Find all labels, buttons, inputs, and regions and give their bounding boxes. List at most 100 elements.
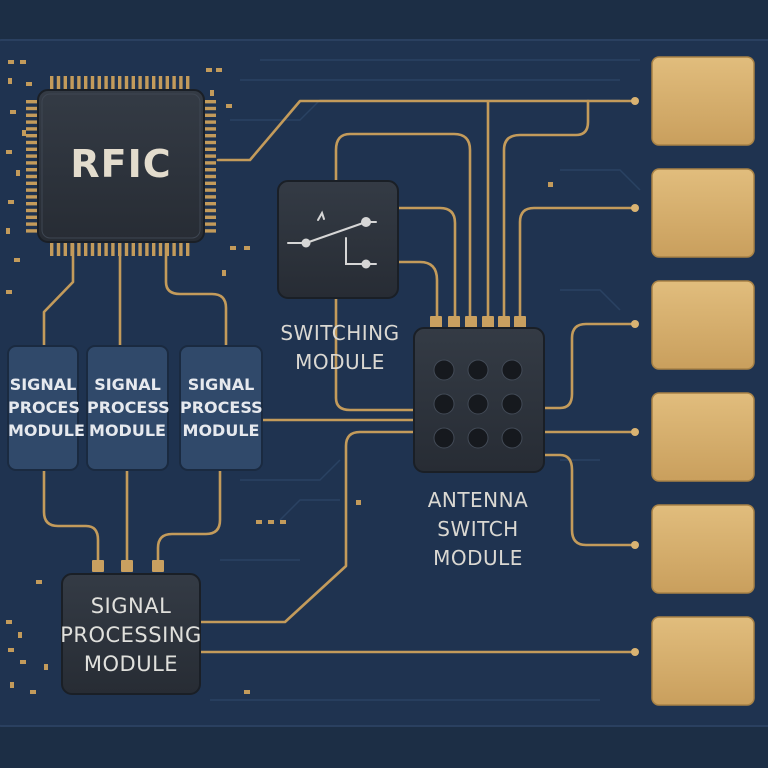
rfic-label: RFIC: [70, 142, 172, 186]
rfic-pin: [179, 242, 183, 256]
rfic-pin: [104, 76, 108, 90]
rfic-pin: [26, 154, 38, 158]
rfic-pin: [90, 242, 95, 256]
switching-module-chip: [277, 180, 399, 299]
rfic-pin: [138, 76, 142, 90]
rfic-pin: [84, 76, 88, 90]
asm-pins: [430, 316, 526, 328]
rfic-pin: [26, 147, 38, 151]
contact-pad-3: [651, 280, 755, 370]
rfic-pin: [63, 242, 67, 256]
rfic-pin: [204, 140, 216, 145]
signal-module-2-label: SIGNAL PROCESS MODULE: [87, 375, 170, 440]
rfic-pin: [172, 76, 176, 90]
rfic-pin: [63, 76, 67, 90]
rfic-pin: [186, 76, 190, 90]
rfic-pin: [124, 242, 129, 256]
rfic-pin: [118, 242, 122, 256]
rfic-pin: [97, 242, 101, 256]
rfic-pin: [104, 242, 108, 256]
rfic-pin: [204, 174, 216, 179]
rfic-pin: [152, 242, 156, 256]
rfic-pin: [26, 106, 38, 111]
rfic-pin: [204, 100, 216, 104]
rfic-pin: [179, 76, 183, 90]
rfic-pin: [204, 120, 216, 124]
contact-pad-5: [651, 504, 755, 594]
switching-module-label: SWITCHING MODULE: [280, 321, 400, 374]
rfic-pin: [97, 76, 101, 90]
rfic-pin: [26, 202, 38, 206]
rfic-pin: [204, 215, 216, 219]
signal-processing-module-label: SIGNAL PROCESSING MODULE: [60, 594, 202, 676]
rfic-pin: [186, 242, 190, 256]
rfic-pin: [131, 242, 135, 256]
signal-module-2-body: [86, 345, 169, 471]
rfic-pin: [204, 113, 216, 117]
rfic-pin: [26, 215, 38, 219]
rfic-pin: [56, 76, 61, 90]
rfic-pin: [26, 208, 38, 213]
rfic-pin: [26, 120, 38, 124]
signal-module-3-body: [179, 345, 263, 471]
rfic-pin: [26, 222, 38, 226]
contact-pad-1: [651, 56, 755, 146]
rfic-pin: [204, 154, 216, 158]
rfic-pin: [26, 168, 38, 172]
rfic-pin: [204, 222, 216, 226]
rfic-pin: [152, 76, 156, 90]
rfic-pin: [56, 242, 61, 256]
rfic-pin: [204, 202, 216, 206]
rfic-pin: [165, 76, 169, 90]
rfic-pin: [158, 76, 163, 90]
rfic-pin: [165, 242, 169, 256]
signal-processing-module-chip: [61, 573, 201, 695]
signal-module-1-label: SIGNAL PROCES MODULE: [8, 375, 85, 440]
rfic-pin: [50, 242, 54, 256]
rfic-pin: [118, 76, 122, 90]
rfic-pin: [111, 76, 115, 90]
rfic-pin: [26, 113, 38, 117]
rfic-pin: [131, 76, 135, 90]
rfic-pin: [111, 242, 115, 256]
rfic-pin: [145, 242, 149, 256]
rfic-pin: [26, 181, 38, 185]
rfic-pin: [204, 106, 216, 111]
spm-pins: [92, 560, 164, 572]
rfic-pin: [84, 242, 88, 256]
rfic-pin: [204, 168, 216, 172]
rfic-pin: [50, 76, 54, 90]
rfic-pin: [204, 208, 216, 213]
rfic-pin: [26, 140, 38, 145]
rfic-pin: [77, 242, 81, 256]
contact-pad-6: [651, 616, 755, 706]
trace-endpoints: [631, 97, 639, 656]
rfic-pin: [204, 161, 216, 165]
contact-pad-2: [651, 168, 755, 258]
copper-traces: [42, 99, 637, 654]
rfic-pin: [204, 229, 216, 233]
contact-pads: [651, 56, 755, 706]
rfic-pin: [26, 161, 38, 165]
smd-components: [6, 60, 553, 694]
rfic-pin: [158, 242, 163, 256]
antenna-switch-module-label: ANTENNA SWITCH MODULE: [427, 488, 529, 570]
rfic-pin: [26, 188, 38, 192]
rfic-pin: [204, 181, 216, 185]
asm-port-grid: [433, 359, 523, 449]
rfic-pin: [204, 147, 216, 151]
signal-module-3-label: SIGNAL PROCESS MODULE: [180, 375, 263, 440]
rfic-pin: [124, 76, 129, 90]
rfic-pins: [26, 76, 216, 256]
rfic-pin: [138, 242, 142, 256]
contact-pad-4: [651, 392, 755, 482]
rfic-pin: [204, 134, 216, 138]
rfic-pin: [204, 195, 216, 199]
rfic-pin: [172, 242, 176, 256]
rfic-pin: [145, 76, 149, 90]
signal-module-1-body: [7, 345, 79, 471]
rfic-pin: [90, 76, 95, 90]
rfic-pin: [70, 242, 74, 256]
rfic-pin: [204, 188, 216, 192]
